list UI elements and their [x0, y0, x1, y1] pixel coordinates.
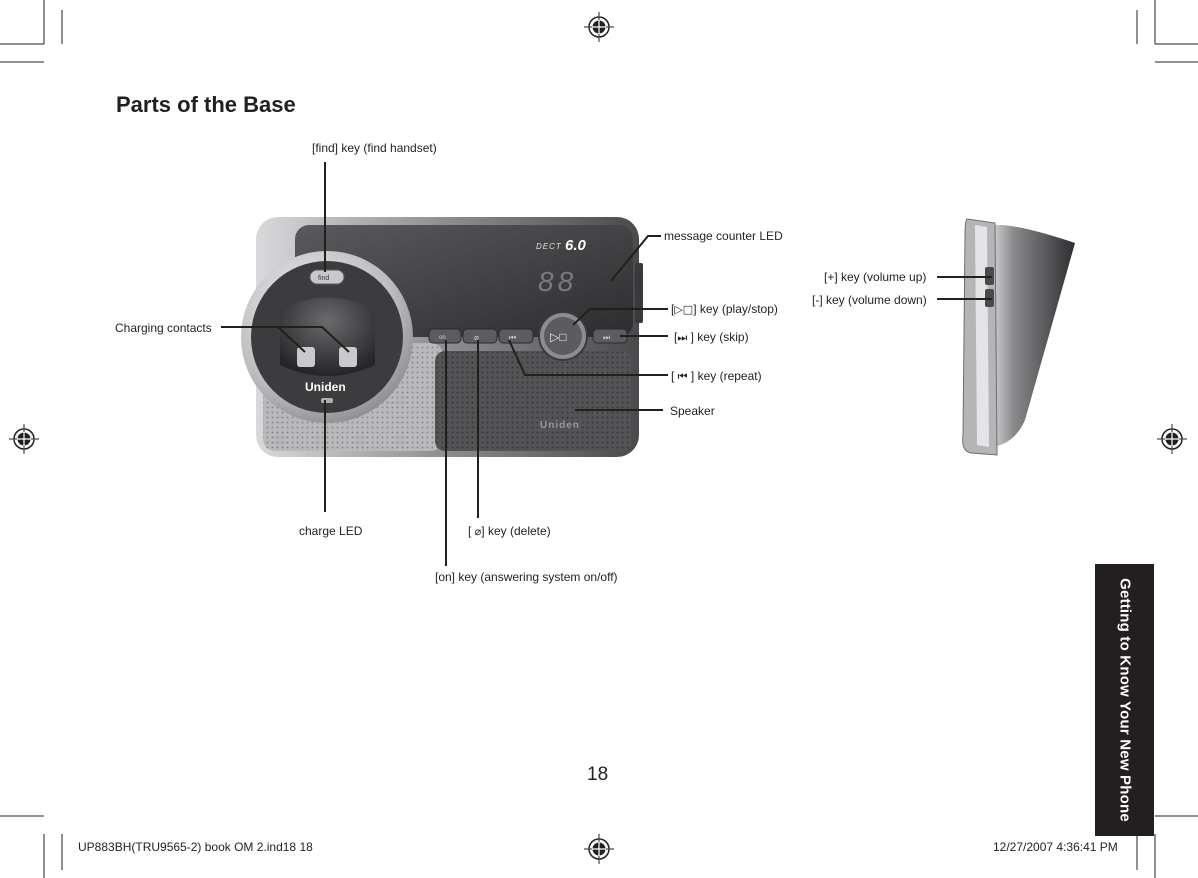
callout-repeat: [ ⏮ ] key (repeat) — [671, 369, 762, 384]
base-front-illustration: DECT 6.0 88 on ⌀ ⏮ ⏭ ▷□ Uniden find Unid… — [241, 217, 643, 457]
callout-charge-led: charge LED — [299, 524, 363, 538]
callout-suffix: ] key (play/stop) — [693, 302, 778, 316]
charging-contact — [339, 347, 357, 367]
footer-timestamp: 12/27/2007 4:36:41 PM — [993, 840, 1118, 854]
charging-contact — [297, 347, 315, 367]
callout-prefix: [ — [671, 369, 678, 383]
leader-message-counter — [610, 235, 661, 282]
callout-volume-down: [-] key (volume down) — [812, 293, 927, 307]
play-stop-icon: ▷□ — [550, 330, 566, 344]
leader-charging-contacts — [278, 326, 350, 353]
section-tab: Getting to Know Your New Phone — [1095, 564, 1154, 836]
speaker-brand: Uniden — [540, 420, 580, 431]
registration-mark-icon — [584, 834, 614, 864]
skip-icon: ⏭ — [603, 333, 610, 342]
callout-suffix: ] key (skip) — [687, 330, 749, 344]
on-key-label: on — [439, 335, 446, 341]
repeat-icon: ⏮ — [677, 370, 688, 383]
callout-charging-contacts: Charging contacts — [115, 321, 212, 335]
registration-mark-icon — [1157, 424, 1187, 454]
page-title: Parts of the Base — [116, 92, 296, 117]
delete-icon: ⌀ — [474, 333, 479, 342]
callout-message-counter: message counter LED — [664, 229, 783, 243]
delete-icon: ⌀ — [474, 525, 482, 538]
footer-file-info: UP883BH(TRU9565-2) book OM 2.ind18 18 — [78, 840, 313, 854]
repeat-key[interactable] — [498, 328, 534, 344]
repeat-icon: ⏮ — [509, 333, 516, 342]
page-number: 18 — [587, 764, 609, 785]
model-badge: DECT — [536, 242, 562, 251]
callout-suffix: ] key (repeat) — [687, 369, 762, 383]
model-number: 6.0 — [565, 237, 587, 254]
message-counter-led: 88 — [538, 266, 577, 297]
cradle-brand: Uniden — [305, 380, 346, 394]
find-key-label: find — [318, 275, 329, 282]
callout-volume-up: [+] key (volume up) — [824, 270, 927, 284]
callout-suffix: ] key (delete) — [481, 524, 551, 538]
registration-mark-icon — [9, 424, 39, 454]
skip-icon: ⏭ — [677, 331, 688, 344]
callout-prefix: [ — [671, 302, 675, 316]
delete-key[interactable] — [462, 328, 498, 344]
callout-on-key: [on] key (answering system on/off) — [435, 570, 618, 584]
callout-find-key: [find] key (find handset) — [312, 141, 437, 155]
section-tab-label: Getting to Know Your New Phone — [1116, 578, 1133, 822]
find-key[interactable] — [309, 269, 345, 285]
leader-play-stop — [572, 308, 668, 326]
registration-mark-icon — [584, 12, 614, 42]
callout-skip: [⏭ ] key (skip) — [674, 330, 749, 345]
callout-play-stop: [▷□] key (play/stop) — [671, 302, 778, 316]
callout-delete: [ ⌀] key (delete) — [468, 524, 551, 538]
side-body — [993, 224, 1075, 447]
callout-prefix: [ — [674, 330, 678, 344]
leader-repeat — [508, 339, 668, 376]
callout-prefix: [ — [468, 524, 475, 538]
leader-charging-contacts — [221, 326, 306, 353]
callout-speaker: Speaker — [670, 404, 715, 418]
play-stop-icon: ▷□ — [674, 303, 694, 316]
